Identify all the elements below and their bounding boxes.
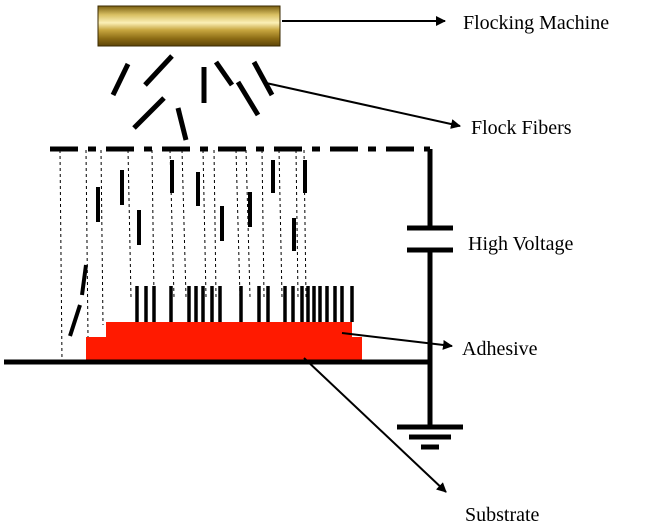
label-flock-fibers: Flock Fibers <box>471 117 572 139</box>
field-lines <box>59 149 307 363</box>
electrode-circuit <box>50 146 463 450</box>
label-adhesive: Adhesive <box>462 338 538 360</box>
flocking-machine <box>97 5 281 47</box>
falling-fibers <box>110 54 275 141</box>
label-high-voltage: High Voltage <box>468 233 573 255</box>
fibers-in-field <box>68 160 307 337</box>
standing-fibers <box>135 286 354 322</box>
label-arrows <box>265 16 461 493</box>
adhesive-layer <box>86 322 362 361</box>
label-substrate: Substrate <box>465 504 540 525</box>
label-flocking-machine: Flocking Machine <box>463 12 609 34</box>
